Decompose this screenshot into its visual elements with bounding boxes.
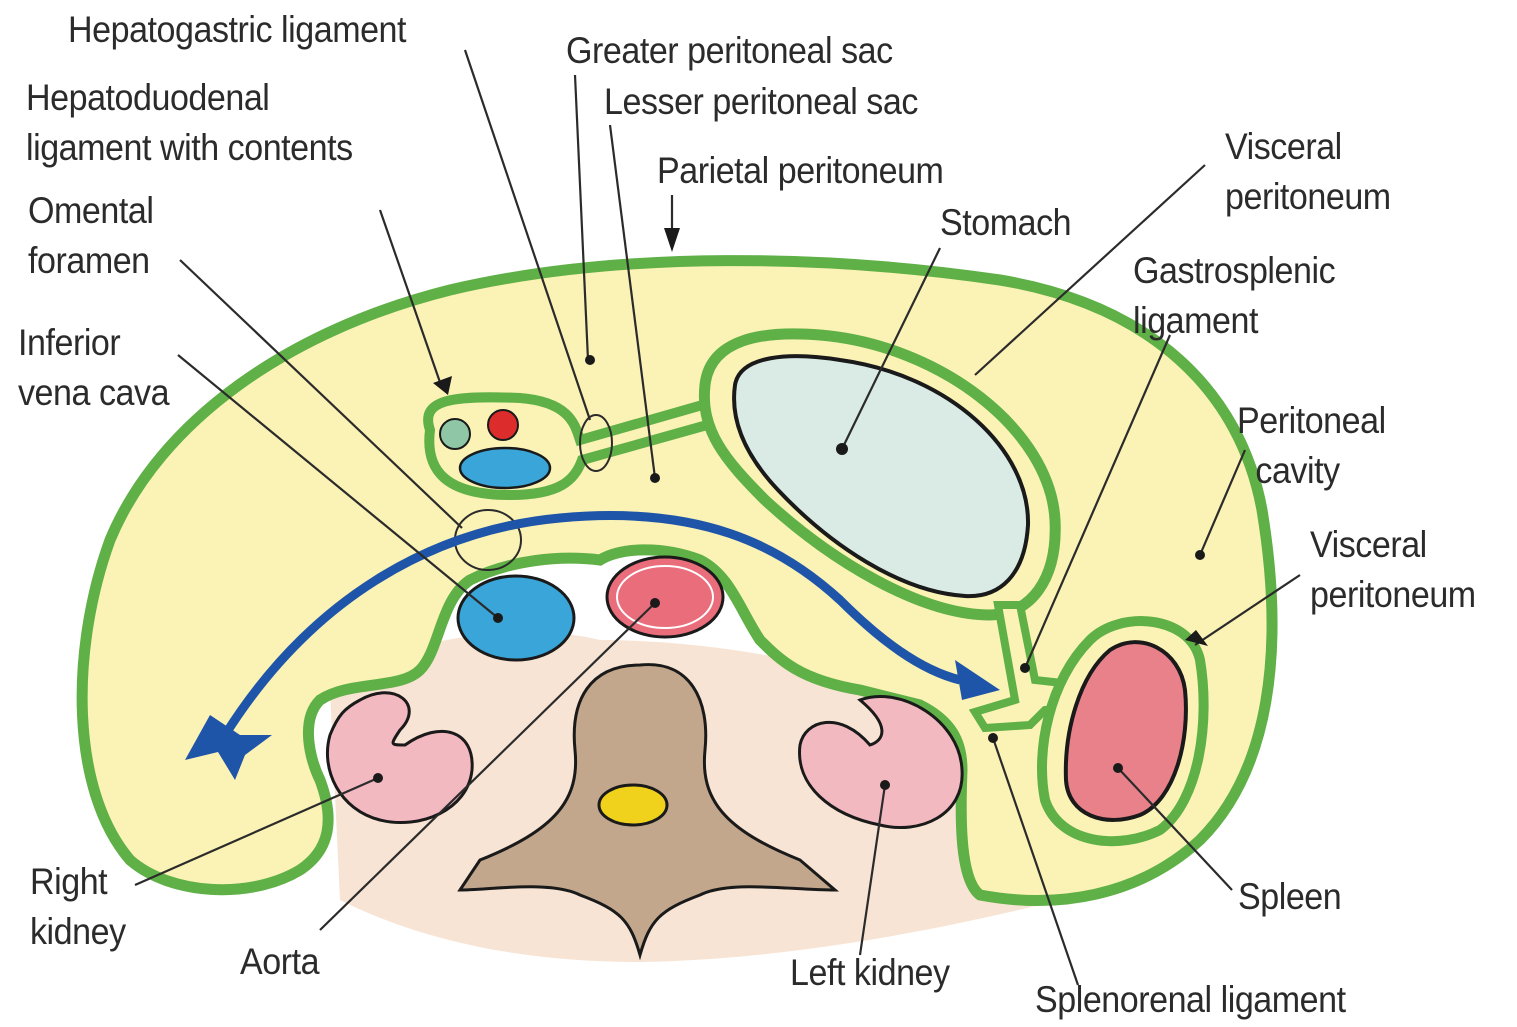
label-splenorenal-ligament: Splenorenal ligament: [1035, 975, 1346, 1025]
label-visceral-peritoneum-top: Visceral peritoneum: [1225, 122, 1391, 222]
label-gastrosplenic-ligament: Gastrosplenic ligament: [1133, 246, 1335, 346]
label-peritoneal-cavity: Peritoneal cavity: [1237, 396, 1386, 496]
portal-vein-ellipse: [460, 448, 550, 488]
inferior-vena-cava-shape: [458, 576, 574, 660]
label-stomach: Stomach: [940, 198, 1071, 248]
spinal-cord-shape: [599, 785, 667, 825]
label-aorta: Aorta: [240, 937, 319, 987]
label-lesser-peritoneal-sac: Lesser peritoneal sac: [604, 77, 918, 127]
label-parietal-peritoneum: Parietal peritoneum: [657, 146, 943, 196]
label-hepatogastric-ligament: Hepatogastric ligament: [68, 5, 406, 55]
label-visceral-peritoneum-right: Visceral peritoneum: [1310, 520, 1476, 620]
aorta-shape: [607, 557, 723, 637]
hepatic-artery-circle: [488, 410, 518, 440]
bile-duct-circle: [440, 419, 470, 449]
label-spleen: Spleen: [1238, 872, 1341, 922]
label-greater-peritoneal-sac: Greater peritoneal sac: [566, 26, 893, 76]
label-omental-foramen: Omental foramen: [28, 186, 153, 286]
label-inferior-vena-cava: Inferior vena cava: [18, 318, 169, 418]
label-right-kidney: Right kidney: [30, 857, 126, 957]
label-hepatoduodenal-ligament: Hepatoduodenal ligament with contents: [26, 73, 353, 173]
label-left-kidney: Left kidney: [790, 948, 950, 998]
